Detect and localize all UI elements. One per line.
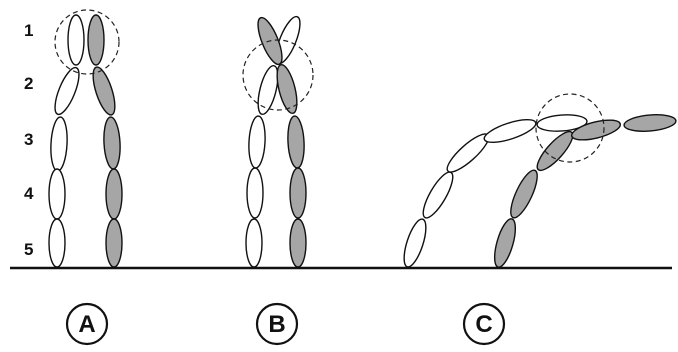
segment: [248, 115, 266, 169]
segment: [536, 130, 574, 172]
panel-label-a: A: [65, 302, 109, 346]
segment: [493, 218, 517, 268]
segment: [536, 114, 588, 132]
panel-a-chains: [48, 9, 123, 268]
segment: [276, 63, 298, 115]
segment: [257, 64, 279, 116]
panel-label-circle: [255, 302, 299, 346]
panel-label-c: C: [462, 302, 506, 346]
panel-b-right-chain: [257, 16, 307, 268]
panel-b-contact-highlight: [242, 39, 314, 111]
segment: [483, 119, 537, 143]
segment: [54, 66, 80, 116]
segment: [92, 66, 116, 116]
panel-c-contact-highlight: [535, 93, 605, 163]
panel-b-chains: [242, 15, 314, 268]
segment: [403, 218, 427, 268]
segment: [246, 167, 264, 219]
panel-label-circle: [462, 302, 506, 346]
row-label-3: 3: [24, 130, 33, 149]
segment: [245, 218, 263, 268]
panel-label-text: B: [268, 311, 285, 338]
panel-a-right-chain: [87, 14, 123, 268]
row-label-5: 5: [24, 240, 33, 259]
segment: [510, 169, 538, 219]
segment: [103, 116, 121, 170]
panel-c-left-chain: [403, 114, 588, 268]
panel-label-b: B: [255, 302, 299, 346]
segment: [48, 218, 66, 268]
panel-label-text: A: [78, 311, 95, 338]
segment: [422, 171, 454, 219]
panel-label-circle: [65, 302, 109, 346]
segment: [287, 115, 305, 169]
panel-label-text: C: [475, 311, 492, 338]
segment: [105, 168, 123, 220]
segment: [48, 168, 66, 220]
panel-c-right-chain: [493, 114, 677, 268]
segment: [67, 14, 85, 66]
segment: [87, 14, 105, 66]
row-label-4: 4: [24, 184, 34, 203]
segment: [289, 167, 307, 219]
segment: [623, 114, 677, 132]
segment: [289, 218, 307, 268]
row-label-1: 1: [24, 21, 33, 40]
segment: [50, 116, 68, 172]
panel-a-left-chain: [48, 14, 85, 268]
row-label-2: 2: [24, 74, 33, 93]
panel-a-contact-highlight: [54, 9, 120, 75]
segment: [105, 218, 123, 268]
panel-c-chains: [403, 93, 677, 268]
segment: [570, 119, 622, 141]
